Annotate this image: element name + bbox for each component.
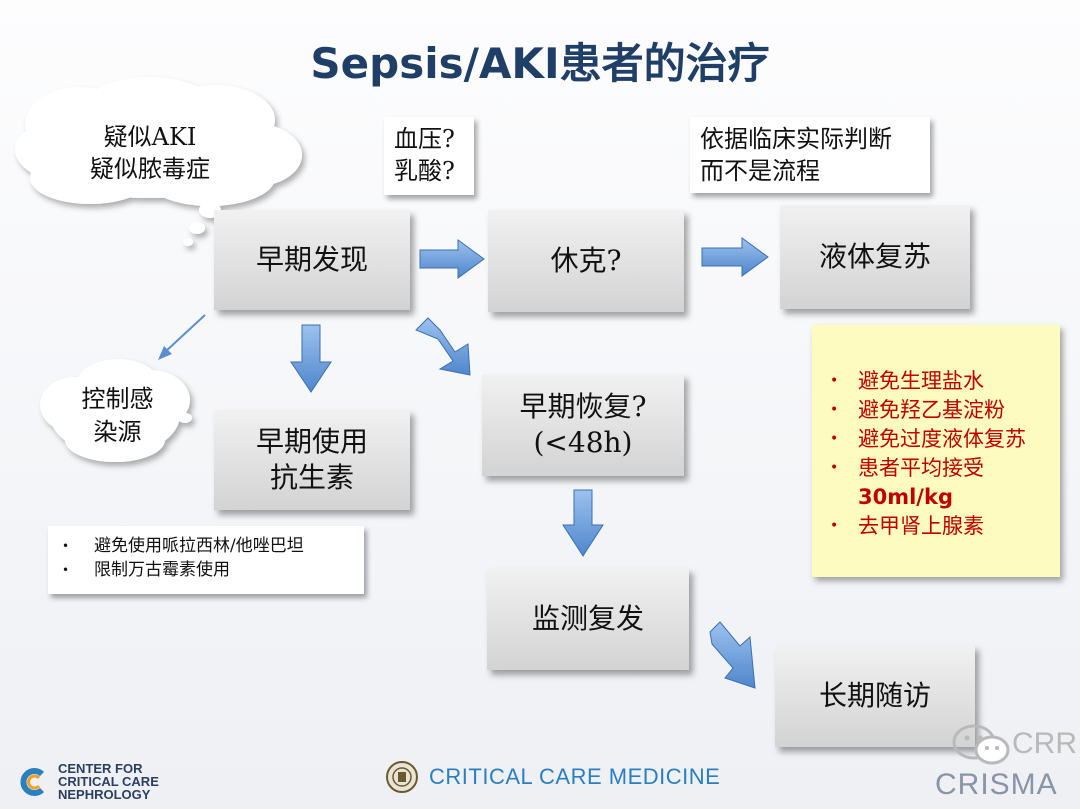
arrow-diagonal-icon	[709, 621, 756, 689]
fluid-point: •患者平均接受	[830, 456, 984, 480]
cc-logo-icon	[20, 767, 45, 796]
fluid-point: •避免生理盐水	[830, 369, 984, 393]
note-bp-lactate: 血压? 乳酸?	[384, 117, 474, 195]
footer-left-logo: CENTER FOR CRITICAL CARE NEPHROLOGY	[18, 762, 159, 801]
footer-center-logo: CRITICAL CARE MEDICINE	[385, 760, 720, 794]
fluid-point: •避免羟乙基淀粉	[830, 398, 1005, 422]
fluid-point: •去甲肾上腺素	[830, 514, 984, 538]
fluid-point-dose: 30ml/kg	[858, 485, 953, 509]
university-seal-icon	[386, 761, 418, 793]
wechat-watermark: CRR	[950, 722, 1077, 766]
cloud-suspected-aki-sepsis: 疑似AKI 疑似脓毒症	[90, 122, 210, 183]
fluid-point: •避免过度液体复苏	[830, 427, 1026, 451]
arrow-diagonal-icon	[415, 317, 471, 376]
box-monitor-relapse: 监测复发	[487, 568, 689, 670]
watermark-text: CRR	[1012, 727, 1077, 760]
fluid-recommendations-panel: •避免生理盐水 •避免羟乙基淀粉 •避免过度液体复苏 •患者平均接受 30ml/…	[812, 325, 1060, 577]
arrow-right-icon	[419, 239, 485, 279]
box-fluid-resuscitation: 液体复苏	[780, 205, 970, 309]
box-shock: 休克?	[488, 210, 684, 312]
footer-center-text: CRITICAL CARE MEDICINE	[429, 764, 721, 789]
antibiotic-point: •避免使用哌拉西林/他唑巴坦	[62, 536, 304, 556]
note-clinical-judgement: 依据临床实际判断 而不是流程	[690, 117, 930, 193]
arrow-down-icon	[290, 324, 332, 393]
footer-left-text: CENTER FOR CRITICAL CARE NEPHROLOGY	[58, 761, 159, 802]
box-long-term-followup: 长期随访	[775, 645, 975, 747]
antibiotic-notes-panel: •避免使用哌拉西林/他唑巴坦 •限制万古霉素使用	[48, 526, 364, 594]
footer: CENTER FOR CRITICAL CARE NEPHROLOGY CRIT…	[0, 750, 1080, 809]
box-early-antibiotics: 早期使用 抗生素	[214, 410, 410, 510]
arrow-thin-icon	[164, 314, 206, 353]
box-early-detection: 早期发现	[214, 210, 410, 310]
slide-title: Sepsis/AKI患者的治疗	[310, 39, 770, 88]
antibiotic-point: •限制万古霉素使用	[62, 560, 230, 580]
arrow-down-icon	[562, 489, 604, 557]
box-early-recovery: 早期恢复? (<48h)	[482, 374, 684, 476]
wechat-icon	[952, 724, 1010, 765]
arrow-right-icon	[701, 237, 769, 277]
arrow-thin-head-icon	[158, 346, 172, 360]
footer-right-logo-text: CRISMA	[935, 768, 1058, 801]
cloud-control-infection-source: 控制感 染源	[81, 385, 154, 446]
